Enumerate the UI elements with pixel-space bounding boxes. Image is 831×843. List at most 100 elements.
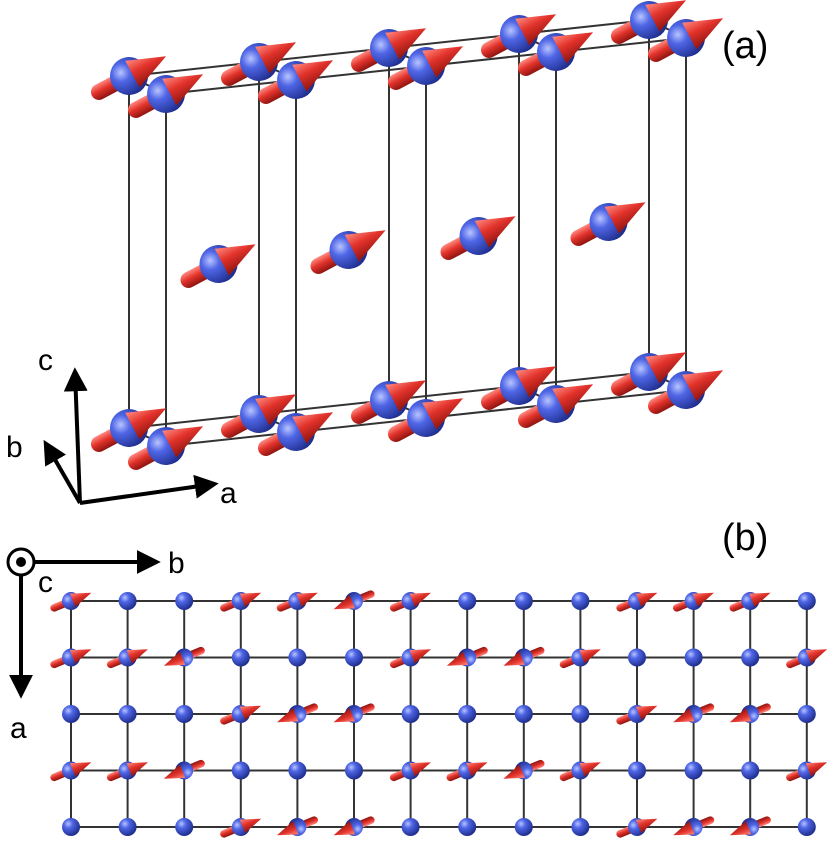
panel-b: (b) b c a <box>6 517 828 838</box>
lattice-atom <box>514 592 533 610</box>
spin-cone <box>645 0 687 32</box>
lattice-spin-site <box>786 761 828 782</box>
lattice-spin-site <box>277 816 319 836</box>
spin-cone <box>474 216 516 248</box>
spin-cone <box>69 762 92 777</box>
spin-cone <box>125 56 167 88</box>
spin-cone <box>729 707 752 723</box>
spin-site <box>257 412 334 456</box>
lattice-spin-site <box>786 648 828 669</box>
spin-site <box>220 394 297 438</box>
spin-cone <box>409 592 431 608</box>
spin-cone <box>503 764 525 779</box>
spin-site <box>480 366 557 410</box>
spin-site <box>127 74 204 118</box>
lattice-spin-site <box>672 592 714 612</box>
spin-cone <box>239 592 262 608</box>
spin-site <box>257 60 334 104</box>
lattice-atom <box>458 592 477 610</box>
axis-triad-a: c b a <box>6 344 237 510</box>
lattice-atom <box>571 592 590 610</box>
lattice-spin-site <box>616 818 658 838</box>
spin-cone <box>385 28 427 60</box>
lattice-atom <box>458 705 477 723</box>
axis-triad-b: b c a <box>6 547 185 745</box>
axis-c-label: c <box>38 566 53 599</box>
spin-cone <box>635 705 658 721</box>
lattice-atom <box>797 592 816 610</box>
spin-cone <box>515 366 557 398</box>
spin-cone <box>682 18 724 50</box>
lattice-atom <box>741 648 760 667</box>
axis-b-arrow <box>43 439 82 504</box>
lattice-atom <box>175 818 194 836</box>
spin-cone <box>645 352 687 384</box>
spin-site <box>180 244 256 288</box>
lattice-atom <box>231 761 250 780</box>
spin-cone <box>635 592 658 608</box>
lattice-atom <box>628 761 646 780</box>
spin-cone <box>239 705 262 721</box>
lattice-spin-site <box>50 592 92 612</box>
lattice-spin-site <box>163 646 205 667</box>
lattice-atom <box>118 705 137 723</box>
spin-cone <box>635 818 658 834</box>
lattice-atom <box>345 648 363 667</box>
lattice-spin-site <box>729 816 771 836</box>
lattice-spin-site <box>616 592 658 612</box>
spin-site <box>570 202 646 246</box>
spin-cone <box>805 762 828 777</box>
spin-site <box>350 380 427 424</box>
lattice-spin-site <box>559 761 601 782</box>
spin-cone <box>163 764 186 779</box>
lattice-spin-site <box>503 646 545 667</box>
lattice-atom <box>62 818 80 836</box>
lattice-spin-site <box>333 590 375 610</box>
spin-cone <box>214 244 256 276</box>
spin-cone <box>333 820 356 836</box>
lattice-atom <box>797 705 816 723</box>
spin-cone <box>292 60 334 92</box>
lattice-atom <box>628 648 646 667</box>
axis-c-dot-icon <box>16 557 26 567</box>
spin-site <box>440 216 516 260</box>
lattice-spin-site <box>673 816 715 836</box>
spin-site <box>387 46 464 90</box>
spin-cone <box>446 651 469 666</box>
spin-cone <box>126 649 148 664</box>
spin-cone <box>515 14 557 46</box>
lattice-spin-site <box>333 703 375 723</box>
spin-site <box>647 18 724 62</box>
axis-a-label: a <box>220 477 237 510</box>
lattice-atom <box>514 818 533 836</box>
axis-a-label: a <box>10 712 27 745</box>
spin-cone <box>292 412 334 444</box>
lattice-spin-site <box>106 648 148 669</box>
spin-site <box>90 56 167 100</box>
lattice-spin-site <box>729 703 771 723</box>
lattice-spin-site <box>50 761 92 782</box>
lattice-atom <box>345 761 363 780</box>
lattice-spin-site <box>503 759 545 780</box>
spin-cone <box>579 762 601 777</box>
lattice-atom <box>571 818 590 836</box>
lattice-atom <box>62 705 80 723</box>
spin-cone <box>296 592 318 608</box>
spin-layer-b <box>50 590 828 838</box>
lattice-atom <box>571 705 590 723</box>
spin-cone <box>466 762 488 777</box>
axis-c-arrow <box>63 367 88 504</box>
spin-cone <box>682 370 724 402</box>
axis-c-label: c <box>38 344 53 377</box>
axis-a-arrow <box>79 474 219 505</box>
lattice-spin-site <box>616 705 658 725</box>
spin-cone <box>604 202 646 234</box>
lattice-atom <box>401 705 420 723</box>
spin-cone <box>422 398 464 430</box>
lattice-spin-site <box>446 646 488 667</box>
spin-cone <box>125 408 167 440</box>
spin-cone <box>69 592 92 608</box>
spin-site <box>610 0 687 44</box>
lattice-spin-site <box>50 648 92 669</box>
